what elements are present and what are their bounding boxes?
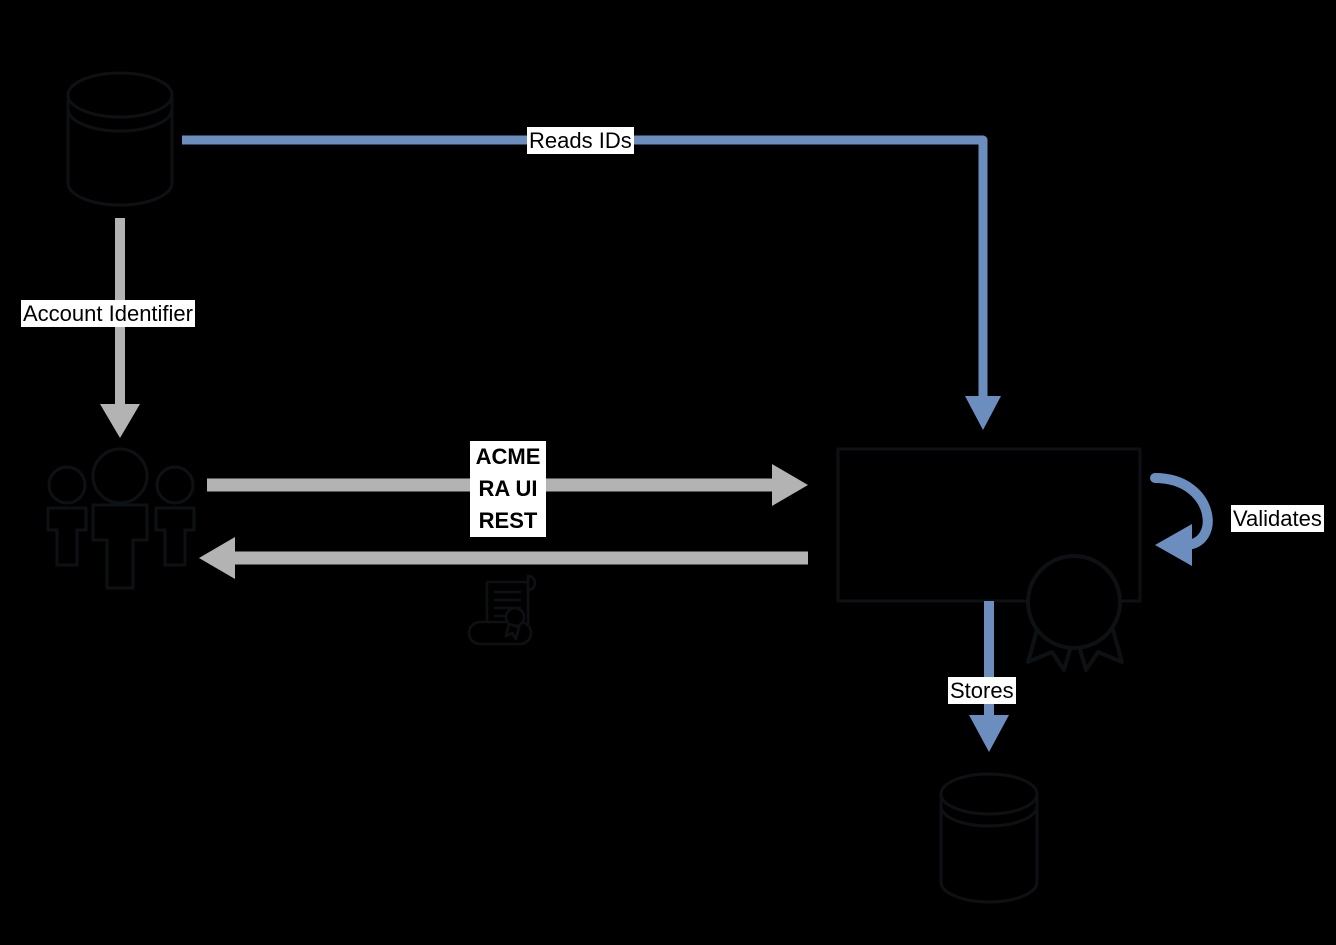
edge-label-validates: Validates <box>1231 505 1324 532</box>
reads-ids-edge <box>182 135 1001 430</box>
source-datastore-icon <box>66 71 174 207</box>
account-identifier-edge <box>100 218 140 438</box>
validates-edge <box>1150 473 1213 566</box>
target-datastore-icon <box>939 772 1039 904</box>
award-badge-icon <box>1026 554 1124 672</box>
edge-label-acme-ra-ui-rest: ACME RA UI REST <box>470 441 546 537</box>
certificate-scroll-icon <box>467 574 537 646</box>
users-group-icon <box>46 447 196 590</box>
edge-label-stores: Stores <box>948 677 1016 704</box>
certificate-return-edge <box>199 537 808 579</box>
edge-label-account-identifier: Account Identifier <box>21 300 195 327</box>
edge-label-reads-ids: Reads IDs <box>527 127 634 154</box>
